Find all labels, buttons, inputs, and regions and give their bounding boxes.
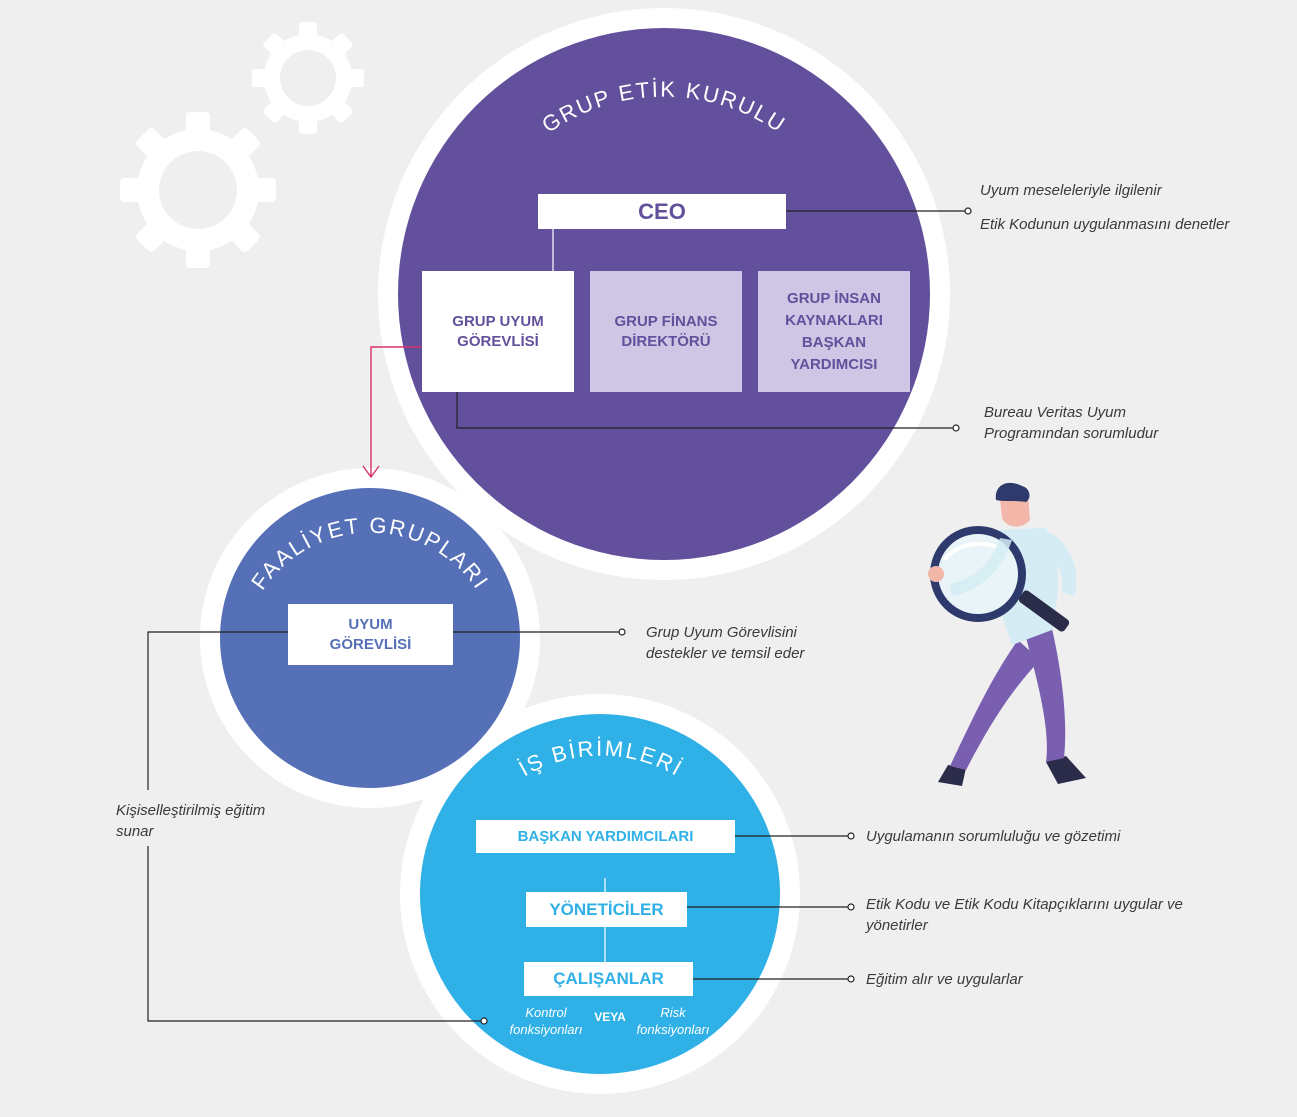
note-ceo-uyum: Uyum meseleleriyle ilgilenir (980, 182, 1162, 199)
escalation-arrow (362, 346, 422, 479)
note-uyum: Grup Uyum Görevlisini destekler ve temsi… (646, 624, 805, 662)
note-baskan: Uygulamanın sorumluluğu ve gözetimi (866, 828, 1121, 845)
yoneticiler-box: YÖNETİCİLER (526, 892, 687, 927)
veya-label: VEYA (594, 1010, 626, 1024)
gear-icon (120, 112, 276, 268)
ceo-box: CEO (538, 194, 786, 229)
grup-finans-direktoru-box: GRUP FİNANS DİREKTÖRÜ (590, 271, 742, 392)
uyum-gorevlisi-box: UYUM GÖREVLİSİ (288, 604, 453, 665)
note-calisan: Eğitim alır ve uygularlar (866, 971, 1023, 988)
note-compliance: Bureau Veritas Uyum Programından sorumlu… (984, 404, 1159, 442)
grup-insan-kaynaklari-box: GRUP İNSAN KAYNAKLARI BAŞKAN YARDIMCISI (758, 271, 910, 392)
calisanlar-box: ÇALIŞANLAR (524, 962, 693, 996)
baskan-yardimcilari-box: BAŞKAN YARDIMCILARI (476, 820, 735, 853)
grup-uyum-gorevlisi-box: GRUP UYUM GÖREVLİSİ (422, 271, 574, 392)
kontrol-fonksiyonlari-label: Kontrol fonksiyonları (509, 1005, 583, 1037)
risk-fonksiyonlari-label: Risk fonksiyonları (636, 1005, 710, 1037)
gear-icon (252, 22, 364, 134)
note-yonetici: Etik Kodu ve Etik Kodu Kitapçıklarını uy… (866, 896, 1183, 934)
note-ceo-etik: Etik Kodunun uygulanmasını denetler (980, 216, 1230, 233)
note-egitim: Kişiselleştirilmiş eğitim sunar (116, 802, 266, 840)
